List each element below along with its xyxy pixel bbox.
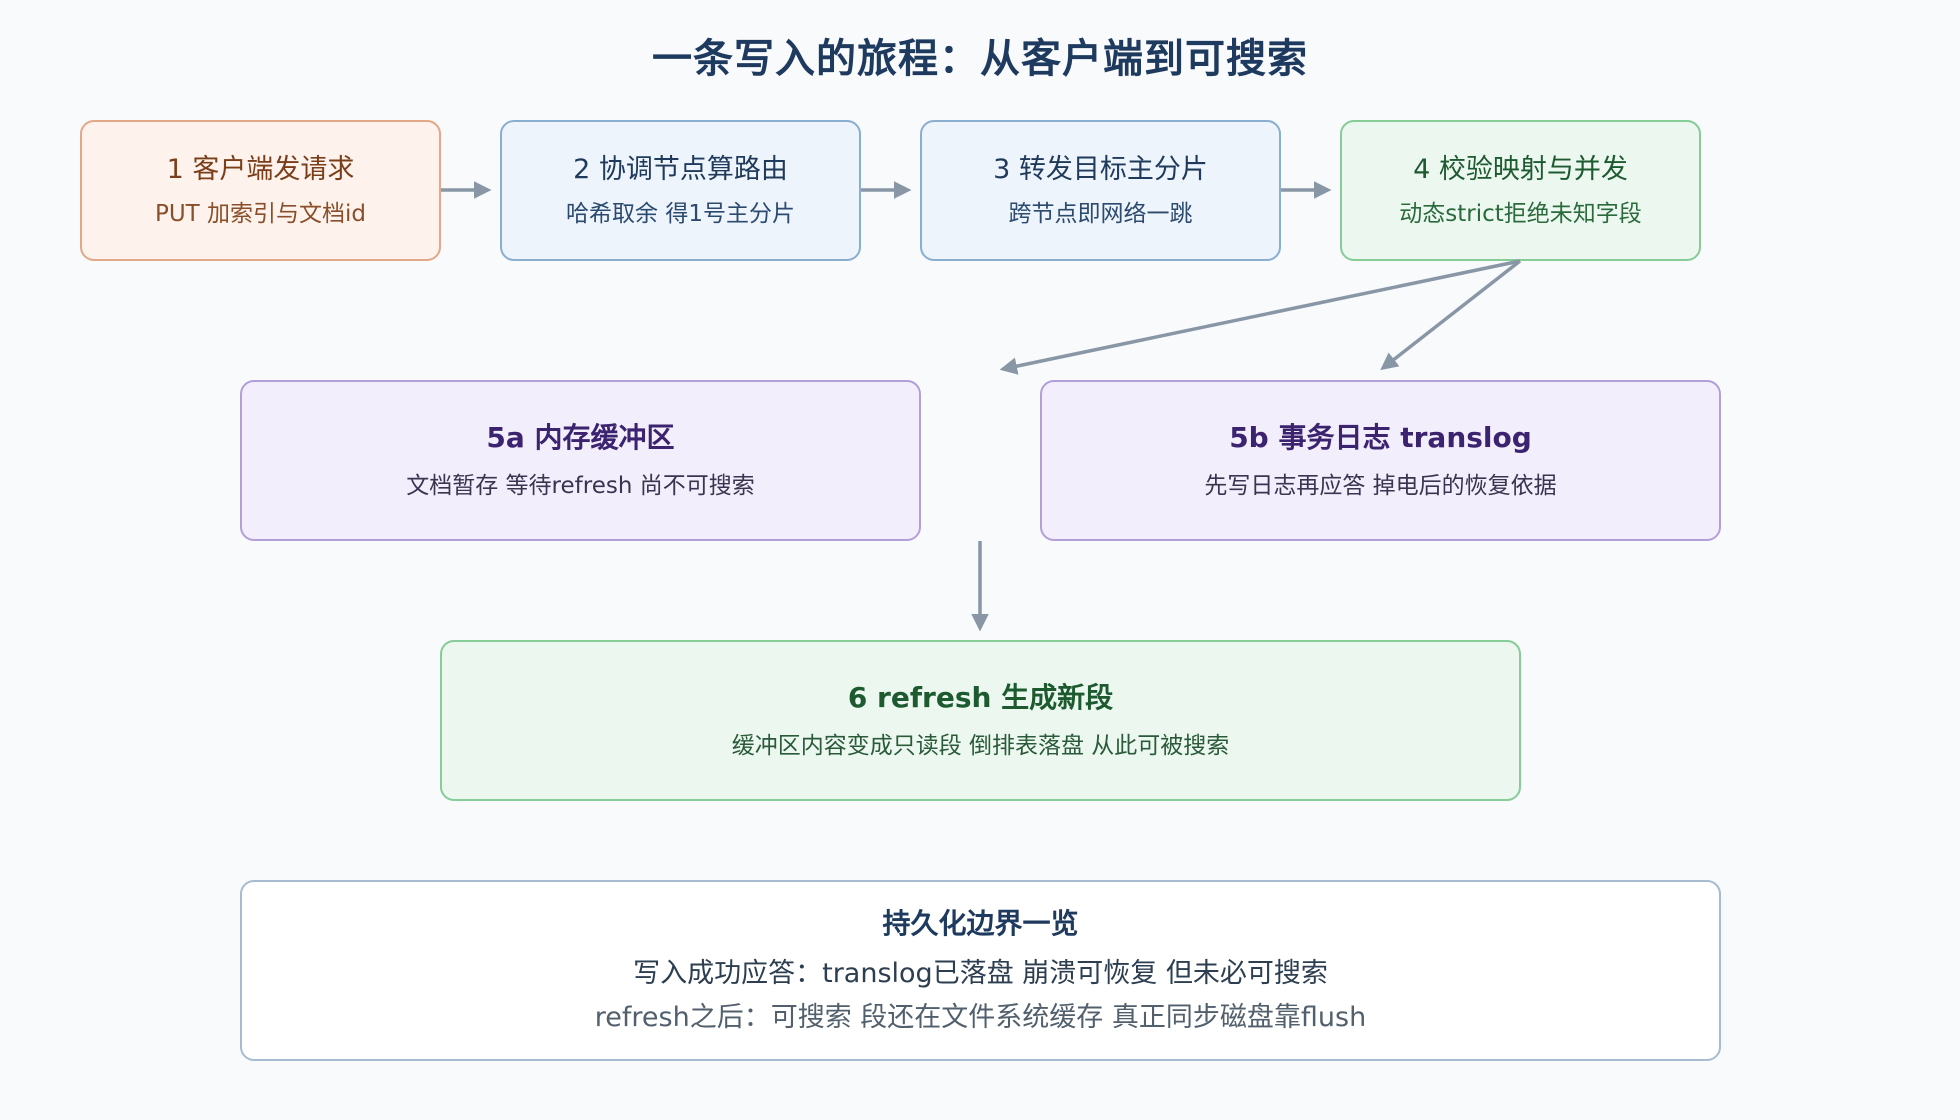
step-5a-subtitle: 文档暂存 等待refresh 尚不可搜索 [406, 472, 755, 499]
step-6-subtitle: 缓冲区内容变成只读段 倒排表落盘 从此可被搜索 [731, 732, 1230, 759]
summary-line-1: 写入成功应答：translog已落盘 崩溃可恢复 但未必可搜索 [633, 957, 1328, 989]
step-3-subtitle: 跨节点即网络一跳 [1008, 200, 1193, 227]
arrow-4-to-5b [1380, 259, 1522, 371]
step-6-refresh-segment: 6 refresh 生成新段 缓冲区内容变成只读段 倒排表落盘 从此可被搜索 [440, 640, 1521, 801]
step-5a-title: 5a 内存缓冲区 [486, 420, 675, 454]
step-1-subtitle: PUT 加索引与文档id [154, 200, 367, 227]
step-5b-translog: 5b 事务日志 translog 先写日志再应答 掉电后的恢复依据 [1040, 380, 1721, 541]
page-title: 一条写入的旅程：从客户端到可搜索 [652, 36, 1308, 82]
step-1-title: 1 客户端发请求 [166, 153, 355, 185]
summary-title: 持久化边界一览 [882, 906, 1079, 940]
step-2-title: 2 协调节点算路由 [573, 153, 788, 185]
step-3-forward-primary-shard: 3 转发目标主分片 跨节点即网络一跳 [920, 120, 1281, 261]
arrow-4-to-5a [999, 259, 1521, 375]
step-5a-memory-buffer: 5a 内存缓冲区 文档暂存 等待refresh 尚不可搜索 [240, 380, 921, 541]
step-6-title: 6 refresh 生成新段 [847, 680, 1114, 714]
durability-summary-box: 持久化边界一览 写入成功应答：translog已落盘 崩溃可恢复 但未必可搜索 … [240, 880, 1721, 1061]
step-4-subtitle: 动态strict拒绝未知字段 [1399, 200, 1642, 227]
step-3-title: 3 转发目标主分片 [993, 153, 1208, 185]
step-2-subtitle: 哈希取余 得1号主分片 [566, 200, 795, 227]
step-1-client-request: 1 客户端发请求 PUT 加索引与文档id [80, 120, 441, 261]
summary-line-2: refresh之后：可搜索 段还在文件系统缓存 真正同步磁盘靠flush [594, 1001, 1367, 1033]
step-5b-title: 5b 事务日志 translog [1229, 420, 1532, 454]
step-4-validate-mapping: 4 校验映射与并发 动态strict拒绝未知字段 [1340, 120, 1701, 261]
step-4-title: 4 校验映射与并发 [1413, 153, 1628, 185]
step-5b-subtitle: 先写日志再应答 掉电后的恢复依据 [1204, 472, 1557, 499]
step-2-coordinating-node: 2 协调节点算路由 哈希取余 得1号主分片 [500, 120, 861, 261]
